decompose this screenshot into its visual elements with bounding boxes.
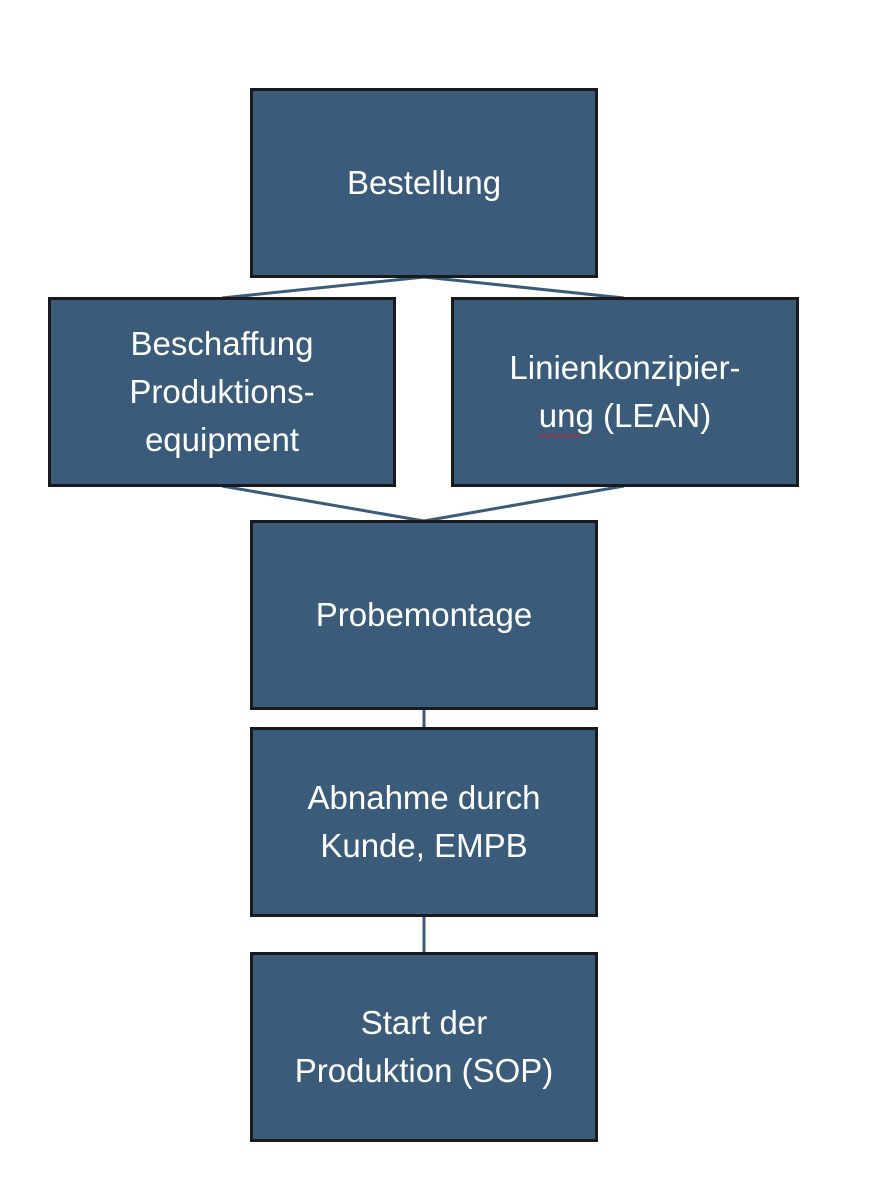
node-label-rest: (LEAN) bbox=[593, 397, 712, 434]
node-probemontage: Probemontage bbox=[250, 520, 598, 710]
node-label: equipment bbox=[144, 421, 300, 458]
node-abnahme-text: Abnahme durch Kunde, EMPB bbox=[308, 774, 541, 870]
node-abnahme: Abnahme durch Kunde, EMPB bbox=[250, 727, 598, 917]
node-beschaffung: Beschaffung Produktions- equipment bbox=[48, 297, 396, 487]
node-sop: Start der Produktion (SOP) bbox=[250, 952, 598, 1142]
node-sop-text: Start der Produktion (SOP) bbox=[295, 999, 554, 1095]
node-label: Bestellung bbox=[346, 164, 502, 201]
edge-bestellung-beschaffung bbox=[221, 275, 425, 300]
node-label: Produktion (SOP) bbox=[294, 1052, 554, 1089]
node-label: Produktions- bbox=[129, 373, 315, 410]
edge-beschaffung-probemontage bbox=[221, 484, 425, 523]
node-label-line2: ung (LEAN) bbox=[509, 392, 740, 440]
spellcheck-underlined-word: ung bbox=[538, 397, 594, 434]
node-label: Kunde, EMPB bbox=[320, 827, 528, 864]
node-probemontage-text: Probemontage bbox=[316, 591, 532, 639]
node-label: Probemontage bbox=[315, 596, 533, 633]
node-label: Start der bbox=[360, 1004, 488, 1041]
edge-bestellung-linienkonzept bbox=[423, 275, 625, 300]
node-bestellung-text: Bestellung bbox=[347, 159, 501, 207]
node-label: Beschaffung bbox=[130, 325, 314, 362]
edge-linienkonzept-probemontage bbox=[423, 484, 625, 523]
node-label: Linienkonzipier- bbox=[509, 349, 741, 386]
node-beschaffung-text: Beschaffung Produktions- equipment bbox=[129, 320, 314, 464]
node-label: Abnahme durch bbox=[307, 779, 541, 816]
node-bestellung: Bestellung bbox=[250, 88, 598, 278]
node-linienkonzept: Linienkonzipier- ung (LEAN) bbox=[451, 297, 799, 487]
node-linienkonzept-text: Linienkonzipier- ung (LEAN) bbox=[509, 344, 740, 440]
